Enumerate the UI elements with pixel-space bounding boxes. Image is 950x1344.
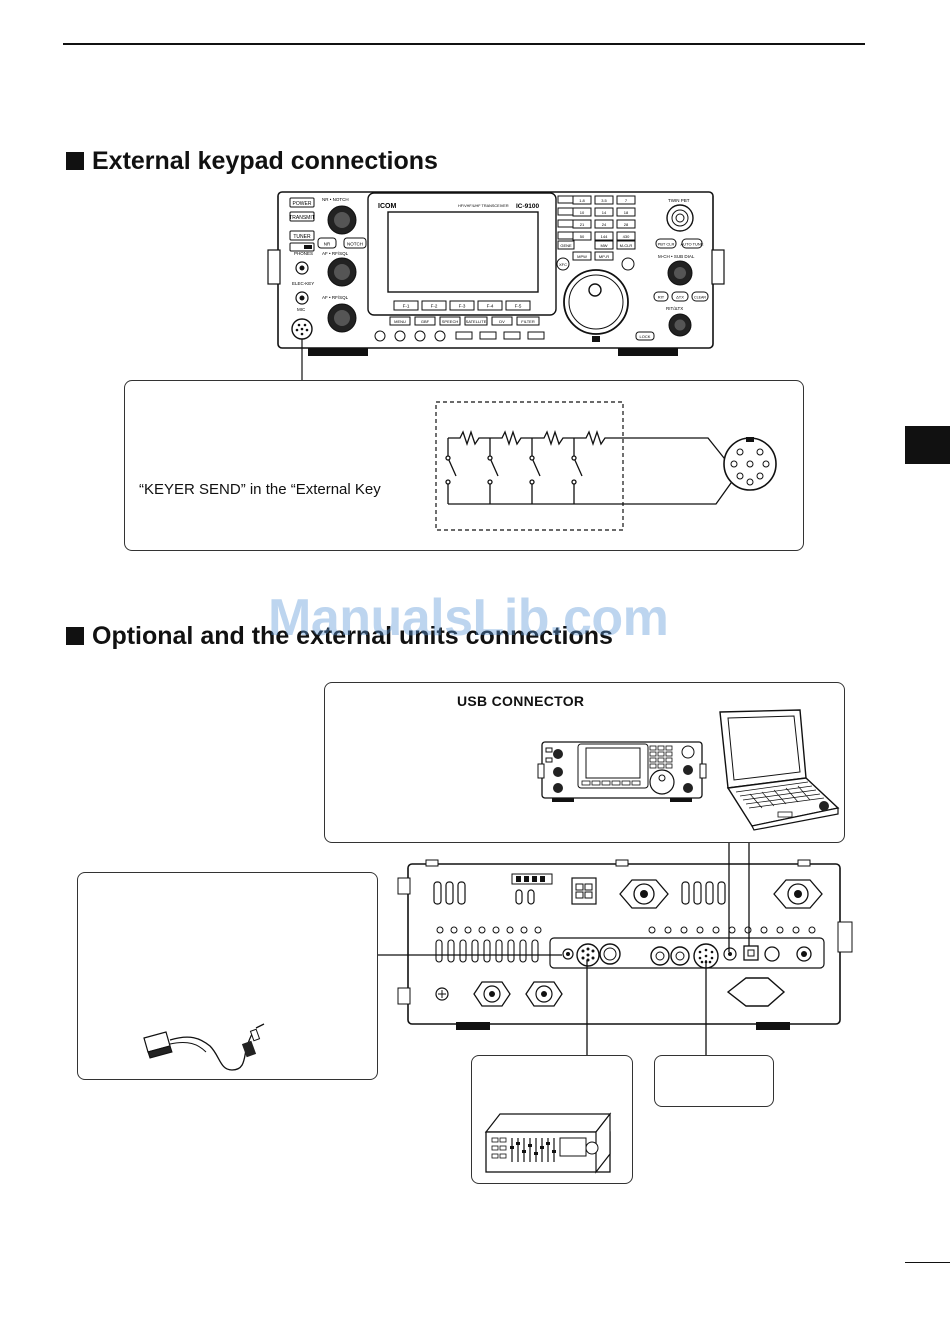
top-rule — [63, 43, 865, 45]
svg-text:24: 24 — [602, 222, 607, 227]
laptop-icon — [719, 709, 840, 831]
svg-text:M-CLR: M-CLR — [620, 243, 633, 248]
svg-text:F-5: F-5 — [515, 304, 522, 309]
svg-text:GENE: GENE — [560, 243, 572, 248]
svg-text:3.5: 3.5 — [601, 198, 607, 203]
svg-text:MENU: MENU — [394, 319, 406, 324]
btn-power: POWER — [293, 201, 312, 207]
resistor-switch-keypad-diagram — [435, 401, 777, 531]
usb-connector-label: USB CONNECTOR — [457, 693, 585, 709]
svg-text:MP-R: MP-R — [599, 254, 609, 259]
svg-text:1.8: 1.8 — [579, 198, 585, 203]
svg-text:RIT/ΔTX: RIT/ΔTX — [666, 306, 683, 311]
keypad-caption: “KEYER SEND” in the “External Key — [139, 481, 381, 498]
svg-text:MW: MW — [600, 243, 607, 248]
svg-text:XFC: XFC — [559, 262, 567, 267]
svg-text:F-1: F-1 — [403, 304, 410, 309]
svg-text:FILTER: FILTER — [521, 319, 535, 324]
chapter-tab — [905, 426, 950, 464]
section-heading-external-units: Optional and the external units connecti… — [66, 622, 613, 651]
keypad-connection-box — [124, 380, 804, 551]
svg-text:M-CH • SUB DIAL: M-CH • SUB DIAL — [658, 254, 695, 259]
watermark: ManualsLib.com — [268, 589, 669, 647]
svg-text:GBF: GBF — [421, 319, 430, 324]
svg-text:PHONES: PHONES — [294, 251, 313, 256]
svg-text:NR • NOTCH: NR • NOTCH — [322, 197, 349, 202]
svg-text:F-2: F-2 — [431, 304, 438, 309]
section-heading-keypad: External keypad connections — [66, 147, 438, 176]
external-unit-icon — [484, 1112, 612, 1174]
external-device-box — [654, 1055, 774, 1107]
svg-text:F-4: F-4 — [487, 304, 494, 309]
radio-front-panel-illustration: POWER TRANSMIT TUNER PHONES ELEC-KEY MIC… — [267, 191, 725, 381]
svg-text:F-3: F-3 — [459, 304, 466, 309]
svg-text:10: 10 — [580, 210, 585, 215]
svg-text:ICOM: ICOM — [378, 203, 396, 210]
svg-text:SPEECH: SPEECH — [442, 319, 459, 324]
svg-text:AF • RF/SQL: AF • RF/SQL — [322, 295, 349, 300]
mic-connector-icon — [723, 437, 777, 491]
page-number-rule — [905, 1262, 950, 1263]
cable-box — [77, 872, 378, 1080]
svg-text:14: 14 — [602, 210, 607, 215]
mini-transceiver-icon — [537, 741, 707, 802]
svg-text:7: 7 — [625, 198, 628, 203]
svg-text:PBT CLR: PBT CLR — [658, 242, 675, 247]
svg-text:LOCK: LOCK — [640, 334, 651, 339]
svg-text:RIT: RIT — [658, 295, 665, 300]
svg-text:ΔTX: ΔTX — [676, 295, 684, 300]
svg-text:SATELLITE: SATELLITE — [466, 319, 487, 324]
svg-text:CLEAR: CLEAR — [694, 296, 706, 300]
svg-text:ELEC-KEY: ELEC-KEY — [292, 281, 314, 286]
svg-text:21: 21 — [580, 222, 585, 227]
svg-text:MIC: MIC — [297, 307, 306, 312]
svg-text:144: 144 — [601, 234, 608, 239]
svg-text:IC-9100: IC-9100 — [516, 203, 540, 210]
svg-text:18: 18 — [624, 210, 629, 215]
svg-text:DV: DV — [499, 319, 505, 324]
svg-text:AF • RF/SQL: AF • RF/SQL — [322, 251, 349, 256]
svg-text:TRANSMIT: TRANSMIT — [289, 215, 315, 221]
svg-text:50: 50 — [580, 234, 585, 239]
svg-text:NR: NR — [324, 242, 331, 247]
svg-text:TUNER: TUNER — [293, 234, 311, 240]
svg-text:NOTCH: NOTCH — [347, 242, 363, 247]
svg-text:430: 430 — [623, 234, 630, 239]
cable-adapter-icon — [143, 1023, 265, 1071]
svg-text:MPW: MPW — [577, 254, 587, 259]
svg-text:TWIN PBT: TWIN PBT — [668, 198, 690, 203]
svg-text:AUTO TUNE: AUTO TUNE — [681, 242, 704, 247]
radio-rear-panel-illustration — [397, 859, 853, 1030]
svg-text:HF/VHF/UHF TRANSCEIVER: HF/VHF/UHF TRANSCEIVER — [458, 204, 509, 208]
svg-text:28: 28 — [624, 222, 629, 227]
